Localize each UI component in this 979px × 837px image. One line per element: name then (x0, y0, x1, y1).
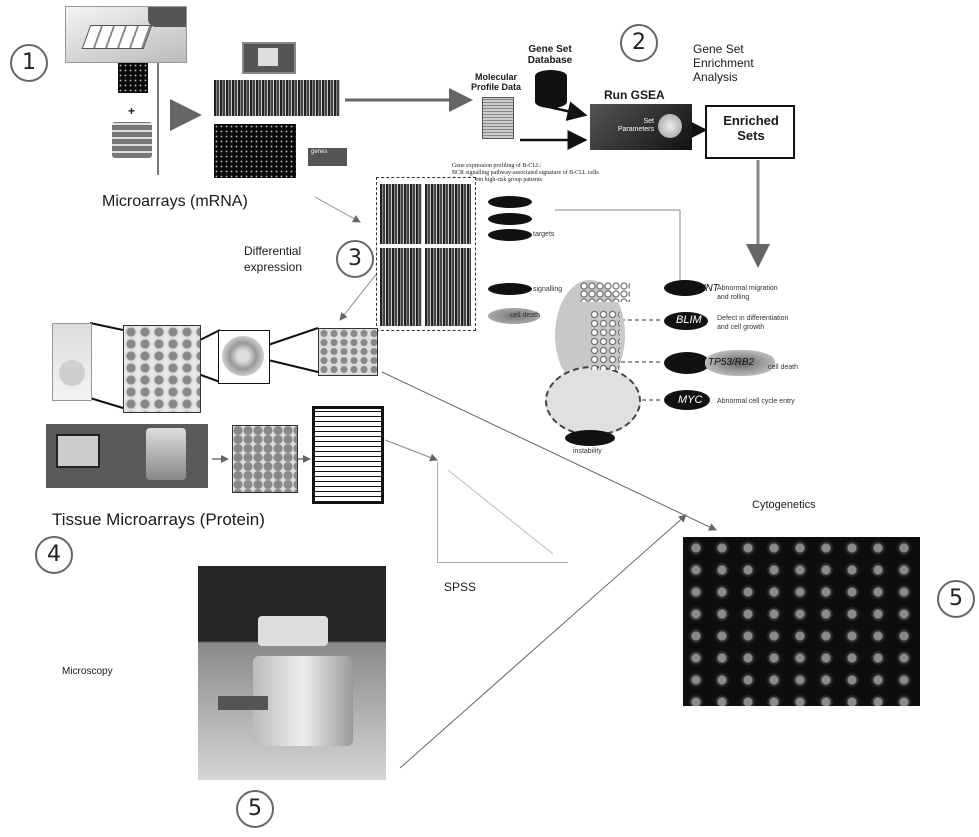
book-stack-icon (112, 122, 152, 158)
cell-death-left-label: cell death (510, 312, 540, 319)
legend-ellipse-1 (488, 196, 532, 208)
scanner-slide (258, 48, 278, 66)
cell-cluster-top (580, 282, 630, 302)
differential-expression-label: Differential expression (244, 243, 302, 275)
run-gsea-label: Run GSEA (604, 88, 665, 102)
abnormal-migration-2: and rolling (717, 293, 778, 302)
defect-diff-2: and cell growth (717, 323, 788, 332)
blim-label: BLIM (676, 314, 702, 326)
gsea-dial-icon (658, 114, 682, 138)
microarray-chip-small (118, 63, 148, 93)
heatmap-block-4 (425, 248, 471, 326)
heatmap-block-2 (425, 184, 471, 244)
lab-workstation-photo (46, 424, 208, 488)
cytogenetics-label: Cytogenetics (752, 499, 816, 511)
enriched-sets-box: Enriched Sets (705, 105, 795, 159)
hand-shape (148, 7, 186, 27)
genes-tag: genes (308, 148, 347, 166)
heatmap-caption-2: BCR signalling pathway-associated signat… (452, 170, 599, 177)
tma-stained-grid (232, 425, 298, 493)
cell-nucleus-oval (545, 366, 641, 436)
gsea-title: Gene Set Enrichment Analysis (693, 42, 754, 84)
cell-death-label: cell death (768, 364, 798, 371)
differential-line2: expression (244, 259, 302, 275)
microscope-body (253, 656, 353, 746)
signalling-label: signalling (533, 286, 562, 293)
enriched-sets-label: Enriched Sets (713, 113, 789, 143)
defect-diff-1: Defect in differentiation (717, 314, 788, 323)
gsea-title-line1: Gene Set (693, 42, 754, 56)
cell-cluster-mid (590, 310, 620, 370)
gsea-box: Set Parameters (590, 104, 692, 150)
database-cylinder-icon (535, 70, 567, 108)
myc-label: MYC (678, 394, 702, 406)
tma-core-zoom (218, 330, 270, 384)
microscope-stage (218, 696, 268, 710)
profile-data-chip (482, 97, 514, 139)
legend-ellipse-4 (488, 283, 532, 295)
scan-strip (214, 80, 340, 116)
microarray-scan (214, 124, 296, 178)
heatmap-caption-1: Gene expression profiling of B-CLL: (452, 163, 599, 170)
tissue-microarrays-label: Tissue Microarrays (Protein) (52, 510, 265, 530)
score-table (312, 406, 384, 504)
heatmap-block-3 (380, 248, 422, 326)
molecular-profile-label: Molecular Profile Data (468, 72, 524, 92)
microarray-slide-photo (65, 6, 187, 63)
scanner-icon (146, 428, 186, 480)
targets-label: targets (533, 231, 554, 238)
microarrays-mrna-label: Microarrays (mRNA) (102, 193, 248, 211)
abnormal-cycle-label: Abnormal cell cycle entry (717, 398, 795, 405)
tma-slide-core (59, 360, 85, 386)
instability-label: instability (573, 448, 602, 455)
legend-ellipse-3 (488, 229, 532, 241)
gene-set-database-label: Gene Set Database (520, 44, 580, 66)
cytogenetics-image (683, 537, 920, 706)
tp53-label: TP53/RB2 (708, 357, 754, 368)
monitor-icon (56, 434, 100, 468)
tma-grid (123, 325, 201, 413)
well-plate (82, 25, 153, 49)
microscope-head (258, 616, 328, 646)
spss-label: SPSS (444, 580, 476, 594)
instability-node (565, 430, 615, 446)
scanner-photo (242, 42, 296, 74)
tma-slide (52, 323, 92, 401)
defect-differentiation-label: Defect in differentiation and cell growt… (717, 314, 788, 332)
legend-ellipse-2 (488, 213, 532, 225)
tma-cell-zoom (318, 328, 378, 376)
spss-plot (437, 462, 568, 563)
gsea-title-line3: Analysis (693, 70, 754, 84)
tma-core-disc (222, 336, 264, 376)
heatmap (376, 177, 476, 331)
plus-sign: + (128, 104, 135, 118)
differential-line1: Differential (244, 243, 302, 259)
spss-curve (438, 462, 568, 562)
set-parameters-label: Set Parameters (614, 118, 654, 134)
abnormal-migration-label: Abnormal migration and rolling (717, 284, 778, 302)
heatmap-block-1 (380, 184, 422, 244)
abnormal-migration-1: Abnormal migration (717, 284, 778, 293)
wnt-label: WNT (696, 283, 719, 294)
microscope-photo (198, 566, 386, 780)
gsea-title-line2: Enrichment (693, 56, 754, 70)
tp53-node (664, 352, 710, 374)
microscopy-label: Microscopy (62, 666, 113, 677)
